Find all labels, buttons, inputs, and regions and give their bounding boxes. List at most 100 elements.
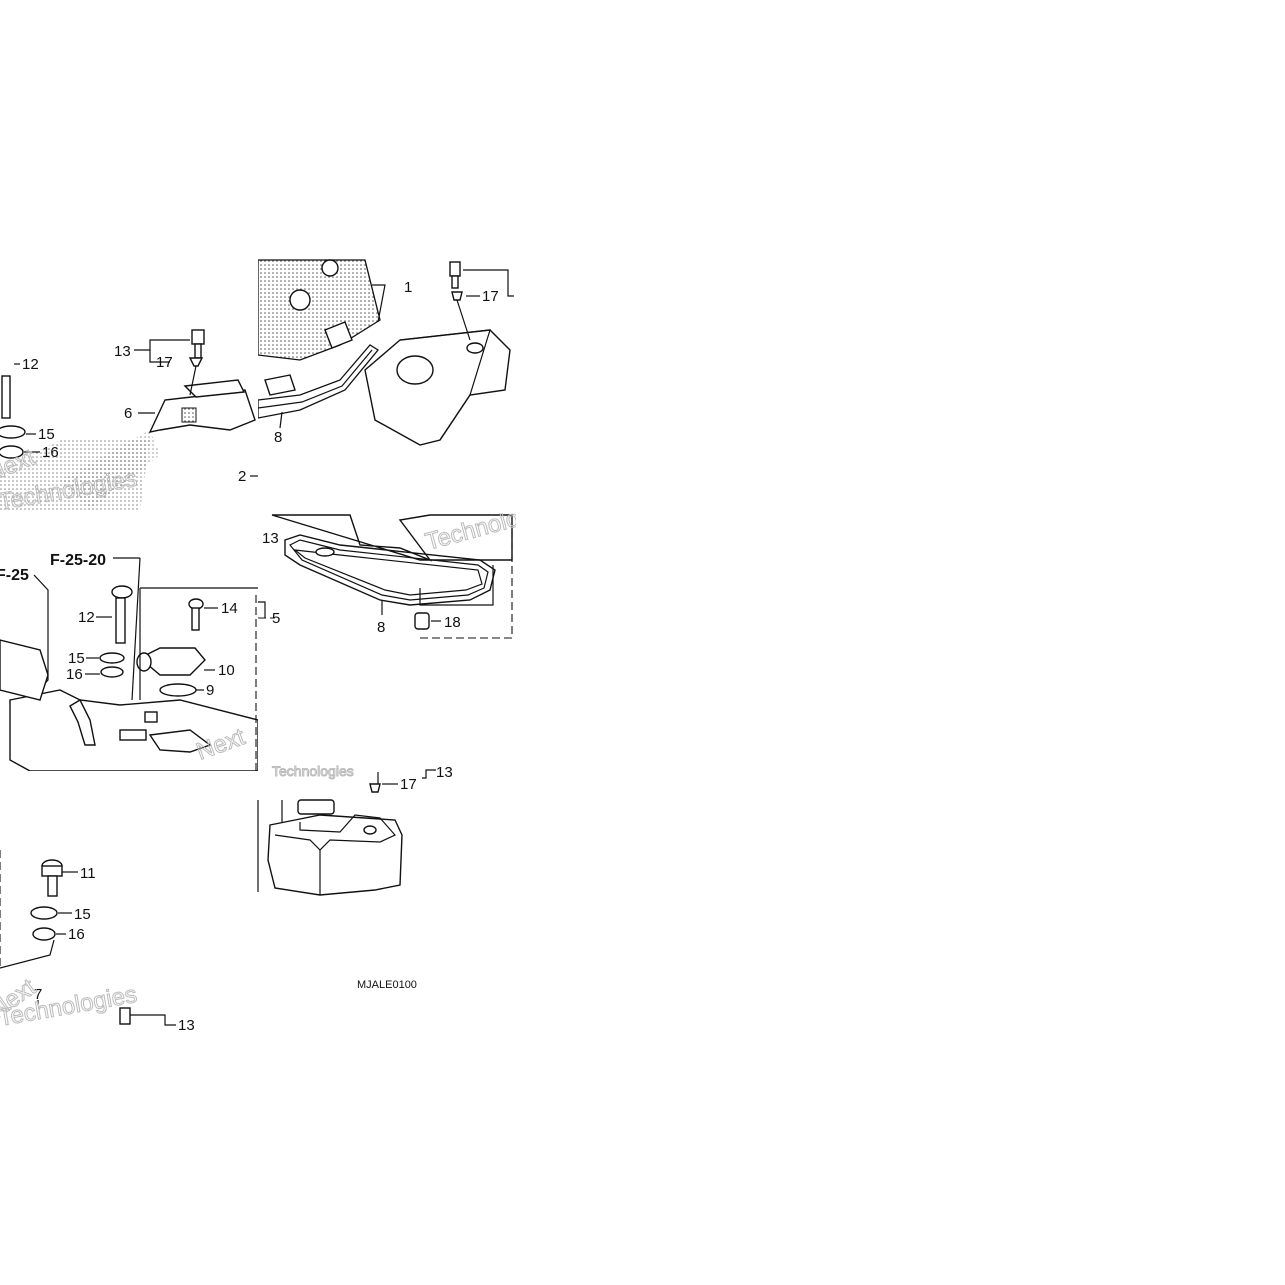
washer-16 [0,445,24,459]
bolt-13-head [449,261,461,277]
callout-5: 5 [272,610,280,627]
leader-line [279,411,283,429]
bolt-13-head [191,329,205,345]
callout-8: 8 [377,619,385,636]
callout-1: 1 [404,279,412,296]
callout-12: 12 [22,356,39,373]
washer-15 [99,652,125,664]
side-cover [364,329,511,446]
plate-rim [183,379,246,398]
gasket-8 [258,344,379,419]
callout-13: 13 [436,764,453,781]
bolt-12-shank [115,597,126,644]
callout-16: 16 [42,444,59,461]
callout-17: 17 [156,354,173,371]
cover-boss [289,289,311,311]
callout-6: 6 [124,405,132,422]
bolt-13-shank [194,343,202,359]
cover-hole [466,342,484,354]
cover-edge [299,814,396,895]
head-boss [119,729,147,741]
bracket-13 [130,1014,176,1026]
callout-14: 14 [221,600,238,617]
cover-foot [264,374,296,396]
cover-hole [363,825,377,835]
washer-16 [32,927,56,941]
breather-joint-10 [138,647,206,676]
bolt-13-shank [451,275,459,289]
plate-detail [181,407,197,423]
bolt-12-shank [1,375,11,419]
cover-hole [396,355,434,385]
callout-15: 15 [74,906,91,923]
breather-plate-6 [148,389,256,433]
callout-16: 16 [68,926,85,943]
tile-top-right: 1 17 8 [258,259,514,446]
callout-18: 18 [444,614,461,631]
bolt-11-shank [47,875,58,897]
callout-17: 17 [482,288,499,305]
head-flange [148,729,212,753]
callout-12: 12 [78,609,95,626]
callout-13: 13 [262,530,279,547]
callout-13: 13 [178,1017,195,1034]
cover-pad [297,799,335,815]
bolt-13-head [119,1007,131,1025]
leader-line [0,939,55,969]
bracket-17 [149,350,170,363]
ref-arrow-line [131,557,141,701]
cylinder-head-cover-1 [258,259,381,361]
bracket-13 [134,339,190,351]
cover-edge [0,639,49,701]
callout-17: 17 [400,776,417,793]
callout-11: 11 [80,865,96,882]
cover-underside [271,514,513,562]
leader-line [456,299,471,341]
tile-bottom-left: 11 15 16 7 13 Next Technologies [0,850,195,1034]
cover-edge [274,834,321,851]
o-ring-9 [159,683,197,697]
callout-15: 15 [68,650,85,667]
tile-bottom-right: 17 13 Technologies [257,763,453,896]
bracket-13 [422,769,436,779]
bracket-5 [258,601,266,618]
hatch-region [60,430,160,510]
head-boss [144,711,158,723]
gasket-8 [284,534,496,606]
tile-middle-left: F-25-20 F-25 12 15 16 14 1 [0,552,258,771]
gasket-inner [289,539,489,601]
diagram-code: MJALE0100 [357,979,417,991]
grommet-18 [414,612,430,630]
callout-7: 7 [34,986,42,1003]
joint-nozzle [136,652,152,672]
callout-8: 8 [274,429,282,446]
bracket-18 [419,565,494,606]
tile-middle-right: 13 8 18 Technologies [258,513,516,639]
watermark-technologies: Technologies [272,763,354,779]
gasket-inner [258,349,373,409]
head-side-cover [267,814,403,896]
washer-15 [30,906,58,920]
washer-15 [0,425,26,439]
washer-17 [451,291,463,301]
cover-tab [324,321,353,349]
washer-16 [100,666,124,678]
callout-16: 16 [66,666,83,683]
callout-2: 2 [238,468,246,485]
tile-top-left: 12 15 16 6 13 17 2 Next Technologies [0,329,258,513]
callout-15: 15 [38,426,55,443]
ref-f-25-20: F-25-20 [50,552,106,569]
bolt-12-head [111,585,133,599]
gasket-inner [293,549,483,596]
side-cover-edge [399,329,491,441]
dashed-boundary [420,530,513,639]
leader-line [372,284,386,323]
washer-17 [188,357,204,367]
bolt-14-shank [191,607,200,631]
callout-9: 9 [206,682,214,699]
leader-line [189,365,197,396]
bolt-11-collar [41,865,63,877]
cover-boss [321,259,339,277]
gasket-hole [315,547,335,557]
